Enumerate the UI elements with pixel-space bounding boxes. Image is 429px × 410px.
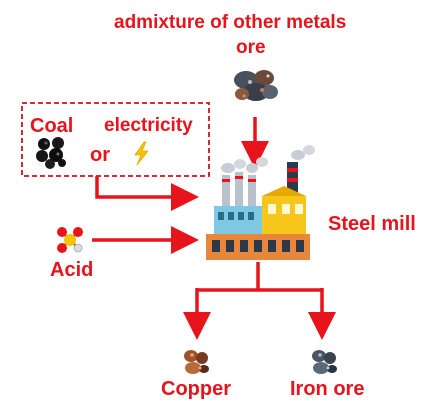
or-label: or [90, 144, 110, 166]
copper-ore-icon [184, 350, 209, 374]
lightning-icon [134, 141, 149, 166]
iron-ore-icon [312, 350, 337, 374]
coal-label: Coal [30, 115, 74, 137]
coal-icon [36, 137, 66, 169]
factory-icon [206, 145, 315, 260]
admixture-label: admixture of other metals [114, 12, 347, 33]
acid-label: Acid [50, 259, 94, 281]
acid-molecule-icon [57, 227, 83, 253]
iron-ore-label: Iron ore [290, 378, 365, 400]
electricity-label: electricity [104, 115, 193, 136]
copper-label: Copper [161, 378, 231, 400]
ore-icon [234, 70, 278, 101]
arrow-energy-to-mill [95, 176, 199, 211]
energy-source-box [21, 102, 210, 177]
ore-label: ore [236, 37, 266, 58]
steel-mill-label: Steel mill [328, 213, 416, 235]
